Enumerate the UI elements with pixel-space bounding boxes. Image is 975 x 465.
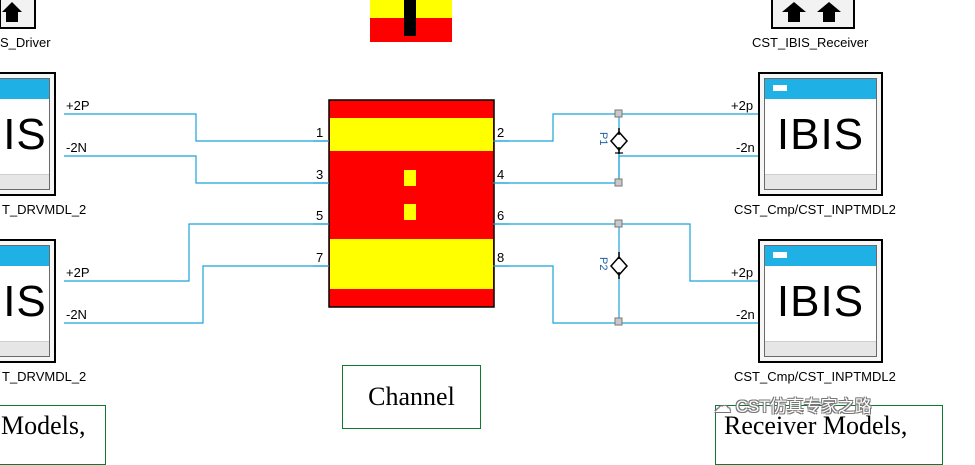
ibis-logo-text: IBIS <box>776 110 865 159</box>
driver-top-partial <box>0 0 36 29</box>
channel-pin-3: 3 <box>316 167 324 182</box>
driver-2-pos-pin: +2P <box>66 265 90 280</box>
channel-pin-1: 1 <box>316 125 324 140</box>
probe-p2[interactable] <box>609 219 629 326</box>
ibis-logo-text: IS <box>3 277 47 326</box>
receiver-ibis-block-1[interactable]: IBIS <box>758 72 883 196</box>
receiver-1-neg-pin: -2n <box>736 140 755 155</box>
driver-ibis-block-1[interactable]: IS <box>0 72 56 196</box>
driver-1-name: T_DRVMDL_2 <box>2 202 87 217</box>
schematic-canvas <box>0 0 855 326</box>
receiver-ibis-block-2[interactable]: IBIS <box>758 239 883 363</box>
watermark: ☁ CST仿真专家之路 <box>714 392 872 417</box>
driver-1-pos-pin: +2P <box>66 98 90 113</box>
driver-models-text: Models, <box>1 411 86 440</box>
channel-block[interactable] <box>328 99 495 308</box>
channel-top-partial <box>370 0 452 42</box>
receiver-models-text: Receiver Models, <box>724 411 908 440</box>
driver-2-neg-pin: -2N <box>66 307 87 322</box>
ibis-titlebar <box>0 79 49 99</box>
receiver-2-pos-pin: +2p <box>731 265 754 280</box>
receiver-1-pos-pin: +2p <box>731 98 754 113</box>
driver-ibis-block-2[interactable]: IS <box>0 239 56 363</box>
ibis-logo-text: IS <box>3 110 47 159</box>
watermark-text: CST仿真专家之路 <box>735 397 872 416</box>
channel-pin-5: 5 <box>316 208 324 223</box>
ibis-titlebar <box>765 79 876 99</box>
channel-pin-7: 7 <box>316 250 324 265</box>
channel-caption: Channel <box>368 382 455 411</box>
channel-pin-8: 8 <box>497 250 505 265</box>
driver-top-label: S_Driver <box>0 35 51 50</box>
ibis-logo-text: IBIS <box>776 277 865 326</box>
probe-p1[interactable] <box>609 109 629 187</box>
channel-caption-box[interactable]: Channel <box>342 365 481 429</box>
probe-p2-label: P2 <box>597 257 609 271</box>
receiver-2-name: CST_Cmp/CST_INPTMDL2 <box>734 369 896 384</box>
driver-2-name: T_DRVMDL_2 <box>2 369 87 384</box>
driver-models-box[interactable]: Models, <box>0 405 106 465</box>
left-wires <box>64 113 329 324</box>
driver-1-neg-pin: -2N <box>66 140 87 155</box>
receiver-top-label: CST_IBIS_Receiver <box>752 35 869 50</box>
channel-pin-4: 4 <box>497 167 505 182</box>
receiver-top-partial <box>771 0 855 29</box>
probe-p1-label: P1 <box>597 132 609 146</box>
channel-pin-2: 2 <box>497 125 505 140</box>
right-wires <box>493 113 758 324</box>
channel-pin-stubs <box>313 140 509 267</box>
ibis-titlebar <box>765 246 876 266</box>
receiver-2-neg-pin: -2n <box>736 307 755 322</box>
ibis-titlebar <box>0 246 49 266</box>
wechat-icon: ☁ <box>714 397 731 416</box>
receiver-1-name: CST_Cmp/CST_INPTMDL2 <box>734 202 896 217</box>
channel-pin-6: 6 <box>497 208 505 223</box>
